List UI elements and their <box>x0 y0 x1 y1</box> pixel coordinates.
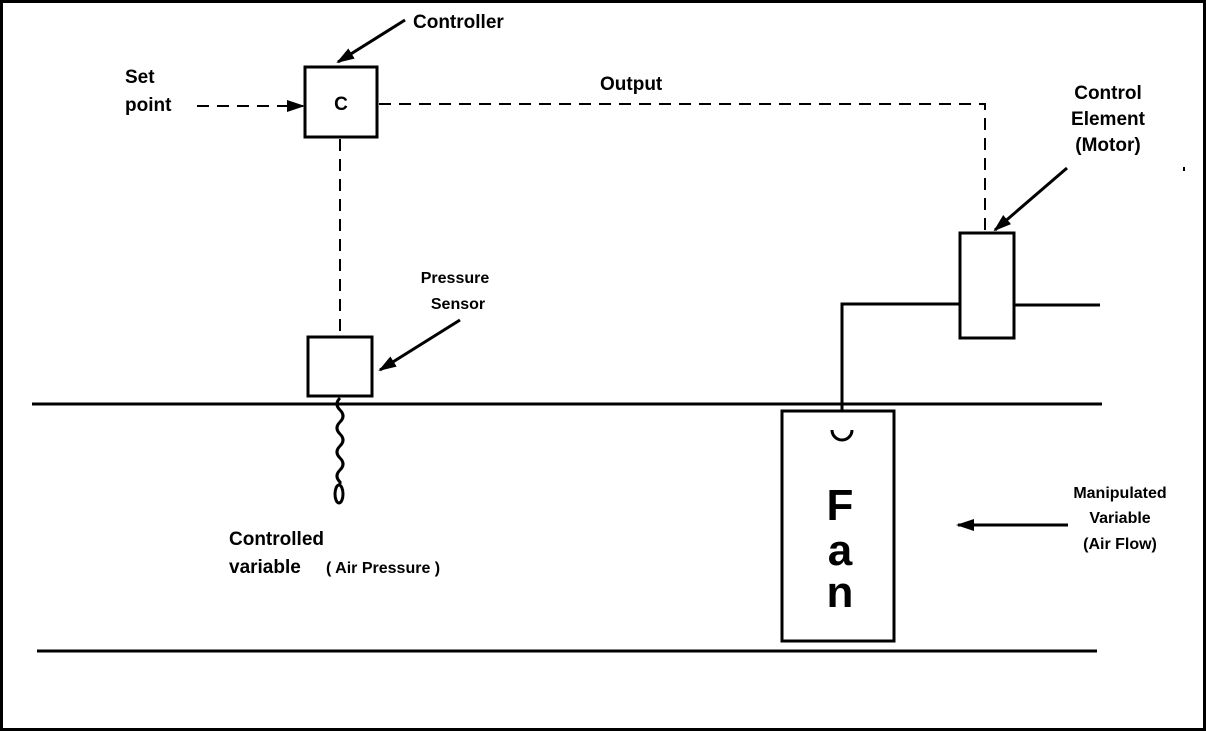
motor-to-fan-linkage <box>840 302 960 432</box>
set-point-label-line1: Set <box>125 67 155 88</box>
controller-symbol: C <box>334 94 348 115</box>
pressure-sensor-pointer-arrow <box>378 318 461 372</box>
controlled-variable-detail: ( Air Pressure ) <box>326 560 440 577</box>
controlled-variable-label-line1: Controlled <box>229 529 324 550</box>
control-element-pointer-arrow <box>993 166 1068 232</box>
pressure-sensor-label-line1: Pressure <box>421 270 490 287</box>
output-label: Output <box>600 74 663 95</box>
control-element-motor-box <box>958 231 1016 340</box>
controller-pointer-arrow <box>336 18 406 64</box>
pressure-sensor-label-line2: Sensor <box>431 296 485 313</box>
control-element-label-line3: (Motor) <box>1075 135 1140 156</box>
fan-label-f: F <box>827 481 854 530</box>
stray-mark <box>1183 167 1185 171</box>
pressure-sensor-box <box>306 335 374 398</box>
manipulated-variable-label-line1: Manipulated <box>1073 485 1166 502</box>
fan-pivot-icon <box>830 429 854 442</box>
sensor-probe-icon <box>335 396 345 484</box>
output-signal-line <box>379 103 986 232</box>
control-element-label-line2: Element <box>1071 109 1146 130</box>
fan-box <box>780 409 896 643</box>
fan-label-a: a <box>828 526 853 575</box>
set-point-label-line2: point <box>125 95 172 116</box>
control-element-label-line1: Control <box>1074 83 1142 104</box>
fan-label-n: n <box>827 568 854 617</box>
sensor-probe-tip-icon <box>333 483 345 505</box>
controlled-variable-label-line2: variable <box>229 557 301 578</box>
controller-label: Controller <box>413 12 504 33</box>
controller-box <box>303 65 379 139</box>
manipulated-variable-label-line2: Variable <box>1089 510 1150 527</box>
manipulated-variable-label-line3: (Air Flow) <box>1083 536 1157 553</box>
